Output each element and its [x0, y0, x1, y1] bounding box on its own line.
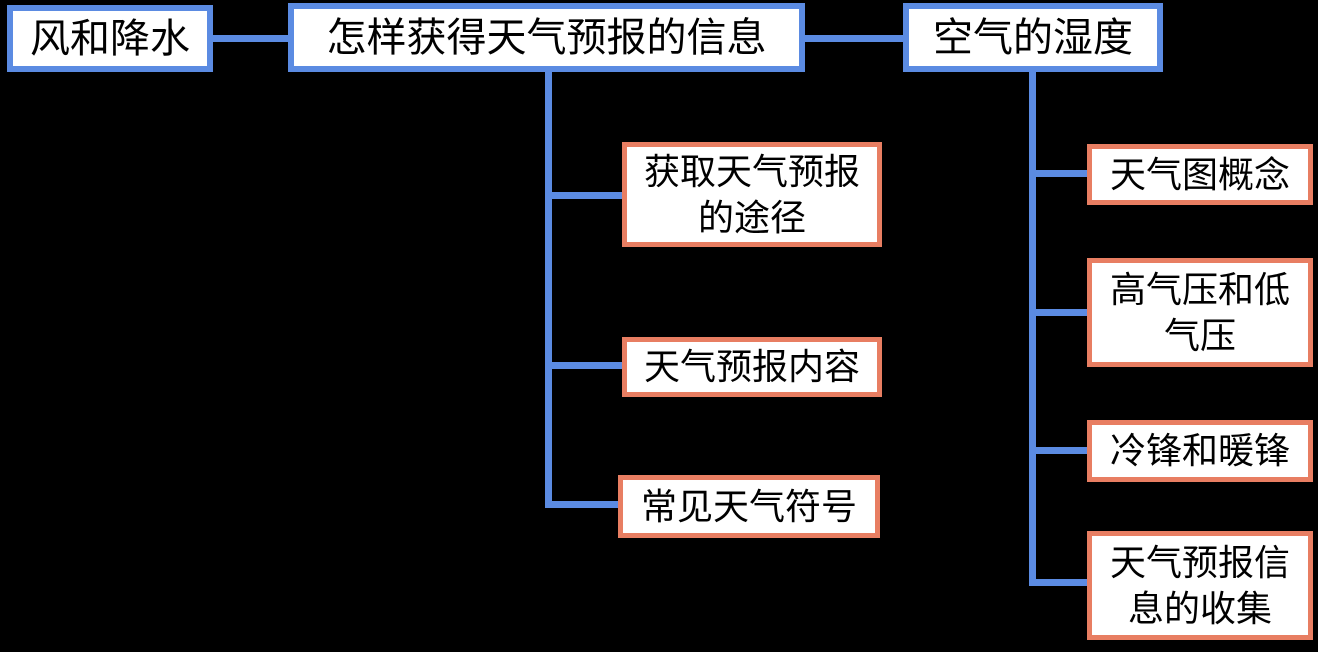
node-high-low-pressure: 高气压和低 气压 — [1087, 258, 1313, 367]
branch-line-ways-to-get-forecast — [545, 192, 625, 199]
node-forecast-info-collection-label: 天气预报信 息的收集 — [1109, 541, 1290, 629]
node-how-to-get-weather-forecast-info: 怎样获得天气预报的信息 — [288, 3, 805, 72]
node-wind-and-precipitation: 风和降水 — [7, 5, 213, 72]
node-weather-map-concept-label: 天气图概念 — [1109, 153, 1290, 195]
node-air-humidity-label: 空气的湿度 — [933, 15, 1133, 60]
node-forecast-content-label: 天气预报内容 — [643, 346, 860, 387]
node-cold-warm-fronts-label: 冷锋和暖锋 — [1109, 430, 1290, 471]
forecast-branch-trunk-line — [545, 72, 552, 508]
branch-line-weather-map-concept — [1029, 170, 1090, 177]
node-common-weather-symbols-label: 常见天气符号 — [640, 485, 857, 527]
branch-line-forecast-content — [545, 362, 625, 369]
node-ways-to-get-forecast-label: 获取天气预报 的途径 — [643, 150, 860, 238]
connector-forecast-to-humidity-line — [803, 35, 905, 42]
node-forecast-info-collection: 天气预报信 息的收集 — [1087, 531, 1313, 640]
branch-line-forecast-info-collection — [1029, 579, 1090, 586]
branch-line-high-low-pressure — [1029, 309, 1090, 316]
branch-line-common-weather-symbols — [545, 501, 621, 508]
node-high-low-pressure-label: 高气压和低 气压 — [1109, 268, 1290, 356]
node-weather-map-concept: 天气图概念 — [1087, 144, 1313, 205]
connector-wind-to-forecast-line — [210, 35, 290, 42]
node-wind-and-precipitation-label: 风和降水 — [30, 16, 190, 61]
branch-line-cold-warm-fronts — [1029, 447, 1090, 454]
node-cold-warm-fronts: 冷锋和暖锋 — [1087, 420, 1313, 482]
node-how-to-get-weather-forecast-info-label: 怎样获得天气预报的信息 — [326, 15, 767, 60]
humidity-branch-trunk-line — [1029, 72, 1036, 586]
node-forecast-content: 天气预报内容 — [622, 337, 882, 397]
node-air-humidity: 空气的湿度 — [903, 3, 1163, 72]
node-common-weather-symbols: 常见天气符号 — [618, 475, 880, 538]
node-ways-to-get-forecast: 获取天气预报 的途径 — [622, 142, 882, 247]
